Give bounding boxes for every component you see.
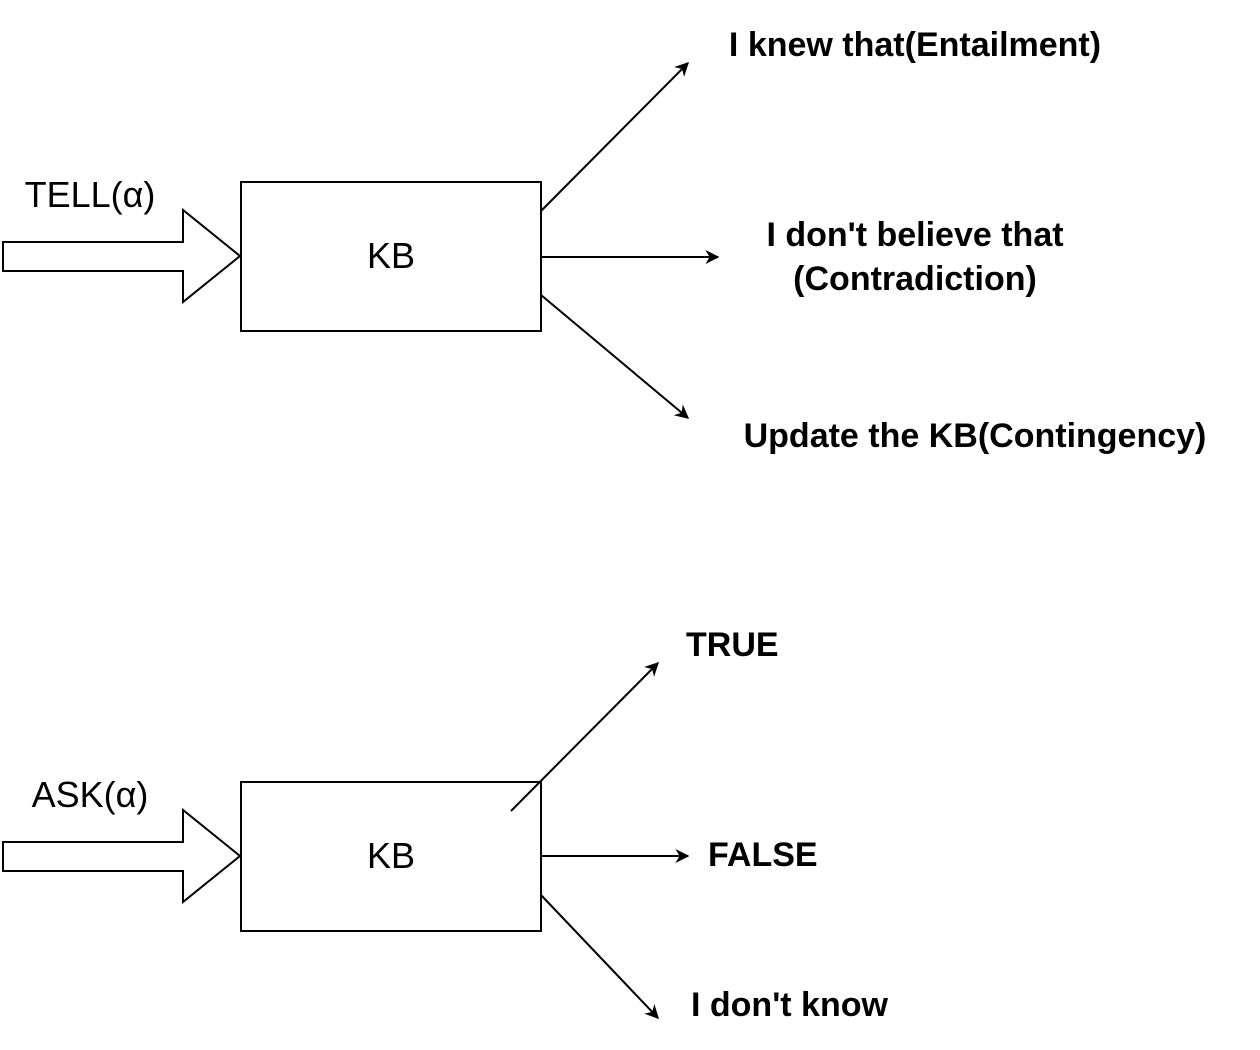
ask-edge-true — [510, 662, 659, 812]
tell-output-entailment: I knew that(Entailment) — [729, 26, 1101, 64]
ask-section: ASK(α) KB TRUE FALSE I don't know — [2, 626, 888, 1024]
tell-kb-label: KB — [367, 235, 415, 276]
ask-input-arrow — [2, 807, 242, 905]
tell-edge-contingency — [540, 294, 690, 419]
ask-kb-label: KB — [367, 835, 415, 876]
tell-edge-entailment — [540, 62, 689, 212]
tell-input-arrow — [2, 207, 242, 305]
tell-output-contingency: Update the KB(Contingency) — [744, 417, 1207, 455]
tell-input-label: TELL(α) — [25, 174, 156, 215]
tell-kb-box — [240, 181, 542, 332]
ask-output-unknown: I don't know — [691, 986, 888, 1024]
tell-output-contradiction-line2: (Contradiction) — [793, 260, 1037, 298]
tell-output-contradiction-line1: I don't believe that — [766, 216, 1063, 254]
ask-edge-unknown — [540, 894, 659, 1020]
ask-output-false: FALSE — [708, 836, 818, 874]
ask-kb-box — [240, 781, 542, 932]
ask-input-label: ASK(α) — [32, 774, 149, 815]
tell-section: TELL(α) KB I knew that(Entailment) I don… — [2, 26, 1207, 455]
ask-output-true: TRUE — [686, 626, 779, 664]
